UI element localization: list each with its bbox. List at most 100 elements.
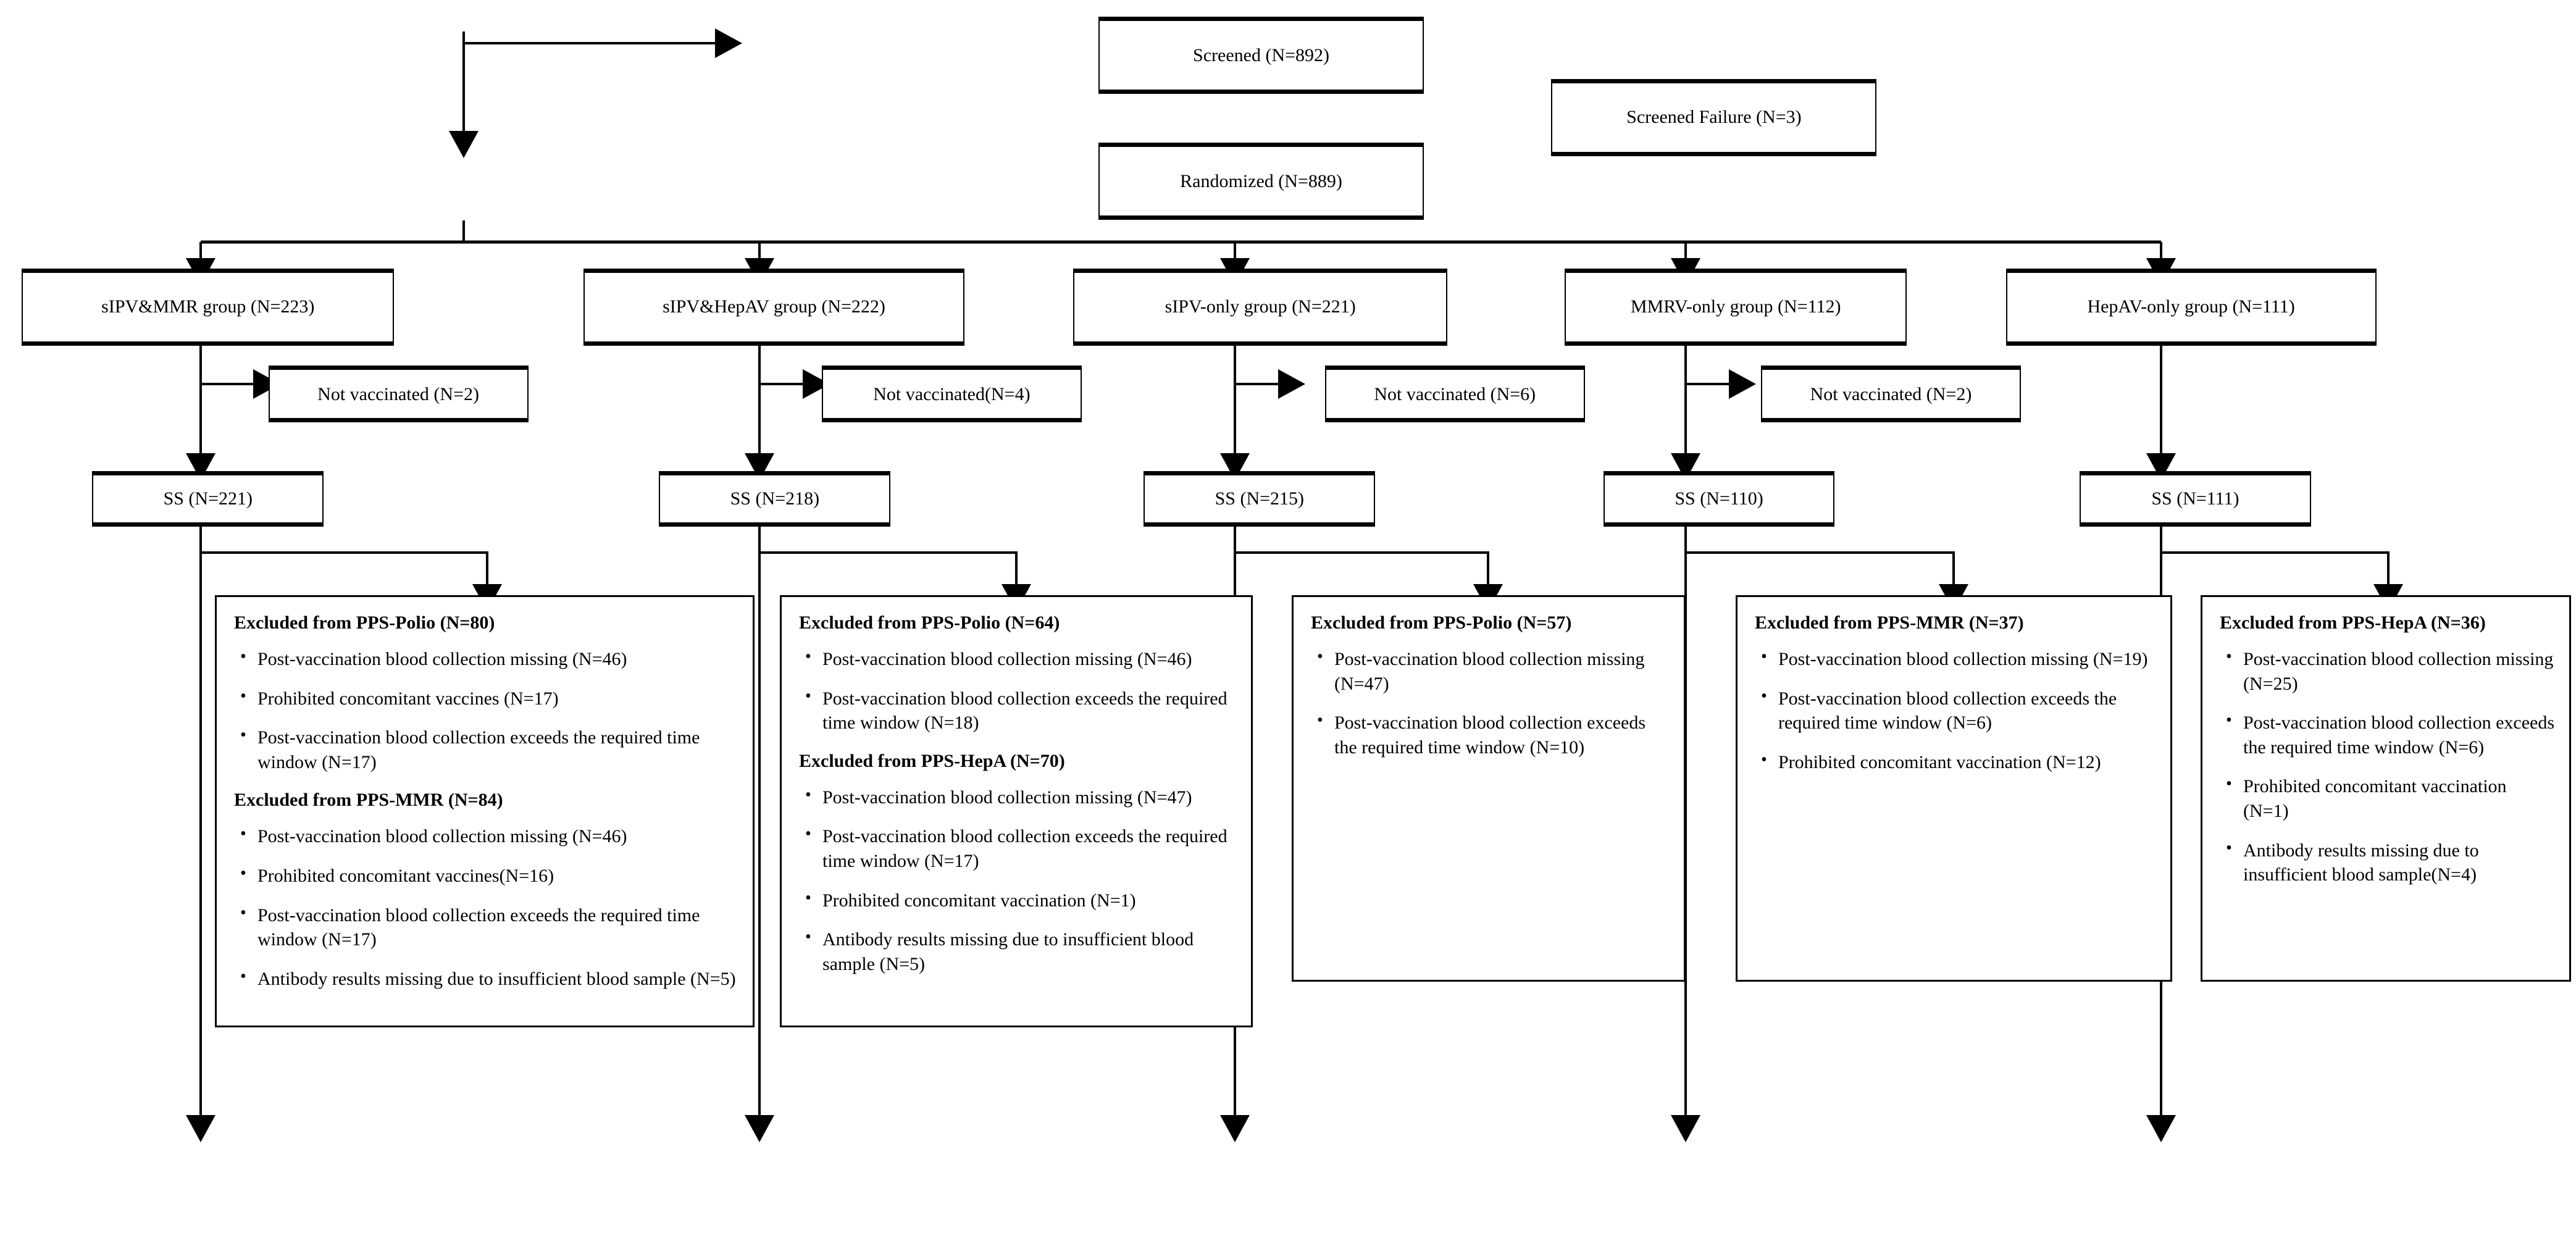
node-not-vaccinated-3-label: Not vaccinated (N=6) (1374, 383, 1536, 404)
list-item-text: Post-vaccination blood collection exceed… (1778, 688, 2117, 733)
list-item-text: Post-vaccination blood collection missin… (2243, 649, 2554, 694)
node-randomized: Randomized (N=889) (1098, 142, 1424, 220)
node-group-5-label: HepAV-only group (N=111) (2087, 296, 2295, 317)
bullet-icon: • (240, 903, 246, 922)
list-item: •Antibody results missing due to insuffi… (2222, 838, 2554, 887)
node-ss-2: SS (N=218) (659, 471, 891, 527)
bullet-icon: • (1761, 647, 1767, 666)
exclusion-2-heading-1: Excluded from PPS-Polio (N=64) (799, 612, 1060, 633)
node-screened-label: Screened (N=892) (1193, 44, 1330, 65)
list-item-text: Post-vaccination blood collection missin… (822, 787, 1192, 808)
node-exclusion-4: Excluded from PPS-MMR (N=37) • Post-vacci… (1736, 595, 2172, 982)
list-item-text: Post-vaccination blood collection missin… (1334, 649, 1645, 694)
bullet-icon: • (805, 647, 811, 666)
list-item: • Post-vaccination blood collection missi… (801, 647, 1236, 672)
exclusion-5-list-1: • Post-vaccination blood collection missi… (2222, 647, 2554, 887)
list-item-text: Post-vaccination blood collection exceed… (822, 826, 1227, 871)
list-item: • Prohibited concomitant vaccines (N=17) (236, 687, 738, 711)
list-item-text: Antibody results missing due to insuffic… (2243, 840, 2479, 885)
node-screened-failure-label: Screened Failure (N=3) (1626, 107, 1802, 128)
exclusion-1-list-2: • Post-vaccination blood collection missi… (236, 824, 738, 991)
bullet-icon: • (805, 686, 811, 706)
bullet-icon: • (805, 888, 811, 908)
node-screened: Screened (N=892) (1098, 17, 1424, 94)
node-exclusion-2: Excluded from PPS-Polio (N=64) • Post-vac… (780, 595, 1253, 1027)
list-item: •Post-vaccination blood collection excee… (801, 824, 1236, 873)
exclusion-2-list-2: • Post-vaccination blood collection missi… (801, 785, 1236, 977)
list-item-text: Post-vaccination blood collection exceed… (2243, 712, 2555, 758)
bullet-icon: • (2226, 711, 2232, 730)
list-item: •Post-vaccination blood collection missi… (1313, 647, 1669, 696)
node-ss-5: SS (N=111) (2080, 471, 2311, 527)
bullet-icon: • (2226, 774, 2232, 794)
exclusion-5-heading-1: Excluded from PPS-HepA (N=36) (2220, 612, 2486, 633)
exclusion-1-list-1: • Post-vaccination blood collection missi… (236, 647, 738, 774)
node-group-2: sIPV&HepAV group (N=222) (583, 268, 964, 346)
node-exclusion-1: Excluded from PPS-Polio (N=80) •Post-vac… (215, 595, 755, 1027)
list-item-text: Post-vaccination blood collection missin… (822, 649, 1192, 669)
bullet-icon: • (805, 927, 811, 947)
node-not-vaccinated-4: Not vaccinated (N=2) (1760, 366, 2021, 423)
list-item-text: Post-vaccination blood collection exceed… (822, 688, 1227, 733)
list-item-text: Antibody results missing due to insuffic… (822, 929, 1194, 974)
node-ss-1: SS (N=221) (92, 471, 324, 527)
exclusion-4-heading-1: Excluded from PPS-MMR (N=37) (1755, 612, 2024, 633)
list-item-text: Post-vaccination blood collection missin… (1778, 649, 2148, 669)
node-group-3: sIPV-only group (N=221) (1073, 268, 1448, 346)
exclusion-1-heading-2: Excluded from PPS-MMR (N=84) (234, 790, 503, 811)
list-item: •Post-vaccination blood collection missi… (236, 824, 738, 849)
list-item: • Post-vaccination blood collection missi… (1757, 647, 2156, 672)
node-ss-5-label: SS (N=111) (2151, 488, 2239, 509)
node-not-vaccinated-4-label: Not vaccinated (N=2) (1810, 383, 1972, 404)
list-item-text: Prohibited concomitant vaccination (N=12… (1778, 751, 2101, 772)
node-not-vaccinated-1-label: Not vaccinated (N=2) (317, 383, 479, 404)
node-ss-3-label: SS (N=215) (1215, 488, 1305, 509)
list-item: •Prohibited concomitant vaccines(N=16) (236, 864, 738, 888)
bullet-icon: • (1761, 686, 1767, 706)
node-not-vaccinated-3: Not vaccinated (N=6) (1324, 366, 1585, 423)
list-item: • Antibody results missing due to insuffi… (236, 967, 738, 992)
exclusion-3-list-1: •Post-vaccination blood collection missi… (1313, 647, 1669, 759)
list-item: • Post-vaccination blood collection missi… (801, 785, 1236, 810)
list-item: • Prohibited concomitant vaccination (N=1… (2222, 774, 2554, 823)
node-group-2-label: sIPV&HepAV group (N=222) (663, 296, 885, 317)
list-item-text: Post-vaccination blood collection exceed… (257, 905, 700, 950)
bullet-icon: • (805, 785, 811, 804)
exclusion-4-list-1: • Post-vaccination blood collection missi… (1757, 647, 2156, 774)
list-item: • Post-vaccination blood collection excee… (2222, 711, 2554, 759)
list-item: • Post-vaccination blood collection excee… (236, 903, 738, 952)
bullet-icon: • (240, 725, 246, 745)
node-not-vaccinated-2: Not vaccinated(N=4) (821, 366, 1082, 423)
node-exclusion-5: Excluded from PPS-HepA (N=36) • Post-vacc… (2201, 595, 2571, 982)
bullet-icon: • (240, 966, 246, 986)
node-ss-4-label: SS (N=110) (1675, 488, 1763, 509)
list-item-text: Post-vaccination blood collection missin… (257, 826, 627, 847)
list-item: • Post-vaccination blood collection excee… (801, 687, 1236, 735)
node-group-3-label: sIPV-only group (N=221) (1165, 296, 1356, 317)
node-ss-4: SS (N=110) (1603, 471, 1835, 527)
node-screened-failure: Screened Failure (N=3) (1551, 78, 1877, 156)
list-item: • Prohibited concomitant vaccination (N=1… (801, 888, 1236, 913)
list-item: •Post-vaccination blood collection excee… (1313, 711, 1669, 759)
node-ss-3: SS (N=215) (1144, 471, 1376, 527)
list-item: • Prohibited concomitant vaccination (N=1… (1757, 750, 2156, 775)
node-group-1-label: sIPV&MMR group (N=223) (101, 296, 315, 317)
list-item-text: Prohibited concomitant vaccination (N=1) (822, 890, 1136, 911)
list-item-text: Post-vaccination blood collection missin… (257, 649, 627, 669)
list-item-text: Prohibited concomitant vaccination (N=1) (2243, 776, 2507, 821)
bullet-icon: • (240, 647, 246, 666)
node-group-4: MMRV-only group (N=112) (1565, 268, 1907, 346)
list-item-text: Prohibited concomitant vaccines (N=17) (257, 688, 559, 709)
node-not-vaccinated-2-label: Not vaccinated(N=4) (873, 383, 1031, 404)
list-item-text: Post-vaccination blood collection exceed… (257, 727, 700, 772)
exclusion-3-heading-1: Excluded from PPS-Polio (N=57) (1311, 612, 1572, 633)
node-group-1: sIPV&MMR group (N=223) (22, 268, 395, 346)
list-item-text: Prohibited concomitant vaccines(N=16) (257, 865, 554, 886)
node-ss-2-label: SS (N=218) (730, 488, 820, 509)
bullet-icon: • (240, 686, 246, 706)
node-ss-1-label: SS (N=221) (163, 488, 253, 509)
bullet-icon: • (1761, 750, 1767, 769)
list-item-text: Antibody results missing due to insuffic… (257, 968, 736, 989)
node-group-5: HepAV-only group (N=111) (2005, 268, 2377, 346)
